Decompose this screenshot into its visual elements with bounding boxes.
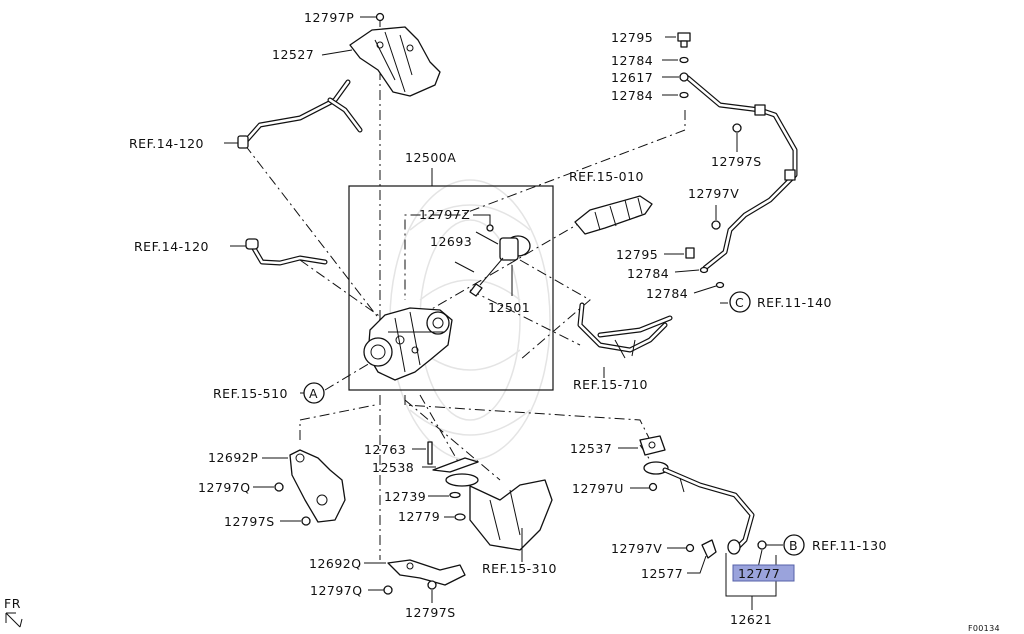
turbocharger-12500A xyxy=(363,307,453,381)
figure-code: F00134 xyxy=(968,624,1000,633)
gasket-12538 xyxy=(432,457,479,473)
washer-12784-a xyxy=(679,56,689,64)
oil-pipe-lower xyxy=(245,238,328,266)
actuator-12693 xyxy=(469,235,531,297)
label-ref-14-120-top: REF.14-120 xyxy=(129,136,204,151)
label-12784-b: 12784 xyxy=(611,88,653,103)
label-12797V-lower: 12797V xyxy=(611,541,662,556)
bolt-12797S-left xyxy=(301,516,311,526)
oil-pipe-upper xyxy=(237,79,363,149)
clamp-part xyxy=(757,540,767,550)
bolt-12797S-top xyxy=(732,123,742,133)
nut-12779 xyxy=(454,513,466,521)
bolt-12797Q-lower xyxy=(383,585,393,595)
label-12784-a: 12784 xyxy=(611,53,653,68)
label-12500A: 12500A xyxy=(405,150,456,165)
bolt-12797Z xyxy=(486,224,494,232)
bracket-12692P xyxy=(289,449,346,523)
label-12617: 12617 xyxy=(611,70,653,85)
label-12763: 12763 xyxy=(364,442,406,457)
label-12797P: 12797P xyxy=(304,10,354,25)
bolt-12795-top xyxy=(677,32,691,48)
label-12739: 12739 xyxy=(384,489,426,504)
label-ref-15-010: REF.15-010 xyxy=(569,169,644,184)
oil-return-pipe-12621 xyxy=(643,461,755,553)
bolt-12797V-lower xyxy=(685,543,695,553)
label-12795-top: 12795 xyxy=(611,30,653,45)
label-12784-c: 12784 xyxy=(627,266,669,281)
bolt-12797Q-left xyxy=(274,482,284,492)
label-12797S-top: 12797S xyxy=(711,154,762,169)
label-fr: FR xyxy=(4,596,21,611)
label-ref-15-310: REF.15-310 xyxy=(482,561,557,576)
bolt-12797V-top xyxy=(711,220,721,230)
bolt-12797S-lower xyxy=(427,580,437,590)
highlight-box-12777 xyxy=(732,564,795,582)
label-12779: 12779 xyxy=(398,509,440,524)
washer-12784-b xyxy=(679,91,689,99)
label-ref-11-140: REF.11-140 xyxy=(757,295,832,310)
label-callout-b: B xyxy=(789,538,798,553)
label-12795-mid: 12795 xyxy=(616,247,658,262)
clip-12577 xyxy=(701,539,717,559)
assembly-guide-lines xyxy=(244,30,686,560)
label-callout-a: A xyxy=(309,386,318,401)
callout-circle-b xyxy=(783,534,805,556)
label-ref-15-710: REF.15-710 xyxy=(573,377,648,392)
turbo-assembly-box xyxy=(348,185,554,391)
label-ref-11-130: REF.11-130 xyxy=(812,538,887,553)
label-12797S-lower: 12797S xyxy=(405,605,456,620)
gasket-12537 xyxy=(639,435,666,456)
bolt-12795-mid xyxy=(685,247,695,259)
part-labels: 12797P 12527 REF.14-120 12500A REF.15-01… xyxy=(4,10,1000,633)
oil-feed-pipe-12617 xyxy=(685,75,798,271)
stud-12763 xyxy=(427,441,433,465)
label-ref-15-510: REF.15-510 xyxy=(213,386,288,401)
label-12693: 12693 xyxy=(430,234,472,249)
bolt-12797U xyxy=(648,482,658,492)
label-12537: 12537 xyxy=(570,441,612,456)
hose-assembly xyxy=(577,302,673,359)
washer-12784-d xyxy=(715,281,725,289)
fr-arrow-icon xyxy=(5,612,23,628)
label-12784-d: 12784 xyxy=(646,286,688,301)
label-12797U: 12797U xyxy=(572,481,624,496)
washer-12739 xyxy=(449,491,461,499)
label-12777: 12777 xyxy=(738,566,780,581)
callout-circle-a xyxy=(303,382,325,404)
label-12692P: 12692P xyxy=(208,450,258,465)
label-12797Q-left: 12797Q xyxy=(198,480,251,495)
heat-protector-12527 xyxy=(349,26,441,97)
label-callout-c: C xyxy=(735,295,744,310)
union-12617 xyxy=(679,72,689,82)
label-12797V-top: 12797V xyxy=(688,186,739,201)
washer-12784-c xyxy=(699,266,709,274)
bracket-12692Q xyxy=(387,559,466,586)
intake-hose xyxy=(574,195,653,235)
label-12692Q: 12692Q xyxy=(309,556,362,571)
label-12621: 12621 xyxy=(730,612,772,627)
label-12797Z: 12797Z xyxy=(419,207,470,222)
label-12501: 12501 xyxy=(488,300,530,315)
label-12797S-left: 12797S xyxy=(224,514,275,529)
label-12538: 12538 xyxy=(372,460,414,475)
callout-circle-c xyxy=(729,291,751,313)
exhaust-pipe-REF15-310 xyxy=(445,473,553,551)
label-12577: 12577 xyxy=(641,566,683,581)
label-ref-14-120-lower: REF.14-120 xyxy=(134,239,209,254)
label-12527: 12527 xyxy=(272,47,314,62)
hose-12777 xyxy=(727,539,741,555)
bolt-12797P xyxy=(375,12,385,27)
label-12797Q-lower: 12797Q xyxy=(310,583,363,598)
